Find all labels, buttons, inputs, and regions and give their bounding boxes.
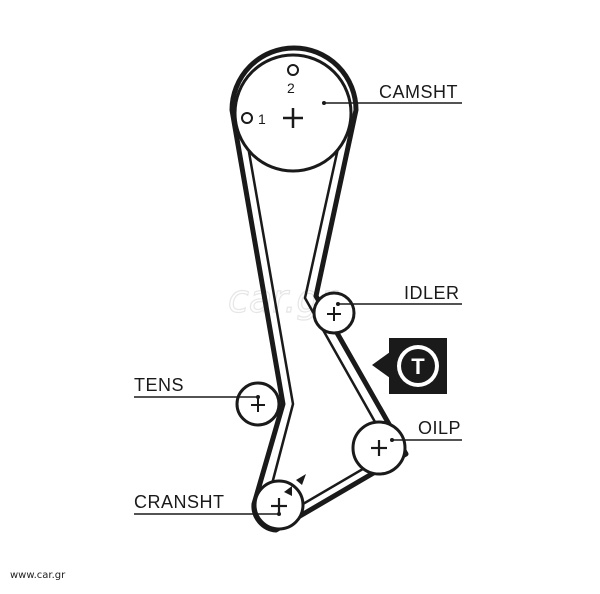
label-tensioner: TENS xyxy=(134,375,184,395)
label-camshaft: CAMSHT xyxy=(379,82,458,102)
label-crankshaft: CRANSHT xyxy=(134,492,225,512)
crankshaft-timing-arrow-icon xyxy=(296,474,306,485)
label-oil-pump: OILP xyxy=(418,418,461,438)
label-idler: IDLER xyxy=(404,283,460,303)
oil-pump-pulley xyxy=(351,420,407,476)
footer-watermark: www.car.gr xyxy=(10,570,66,581)
camshaft-number-top: 2 xyxy=(287,80,295,96)
camshaft-pulley: 2 1 xyxy=(233,53,353,173)
crankshaft-pulley xyxy=(253,474,306,531)
leader-lines xyxy=(134,101,462,516)
crankshaft-timing-mark-icon xyxy=(284,486,292,496)
tool-badge-letter: T xyxy=(411,354,425,379)
camshaft-mark-top xyxy=(287,64,299,76)
tensioner-pulley xyxy=(235,381,281,427)
camshaft-number-left: 1 xyxy=(258,111,266,127)
idler-pulley xyxy=(312,291,356,335)
tool-badge: T xyxy=(372,338,447,394)
camshaft-mark-left xyxy=(241,112,253,124)
